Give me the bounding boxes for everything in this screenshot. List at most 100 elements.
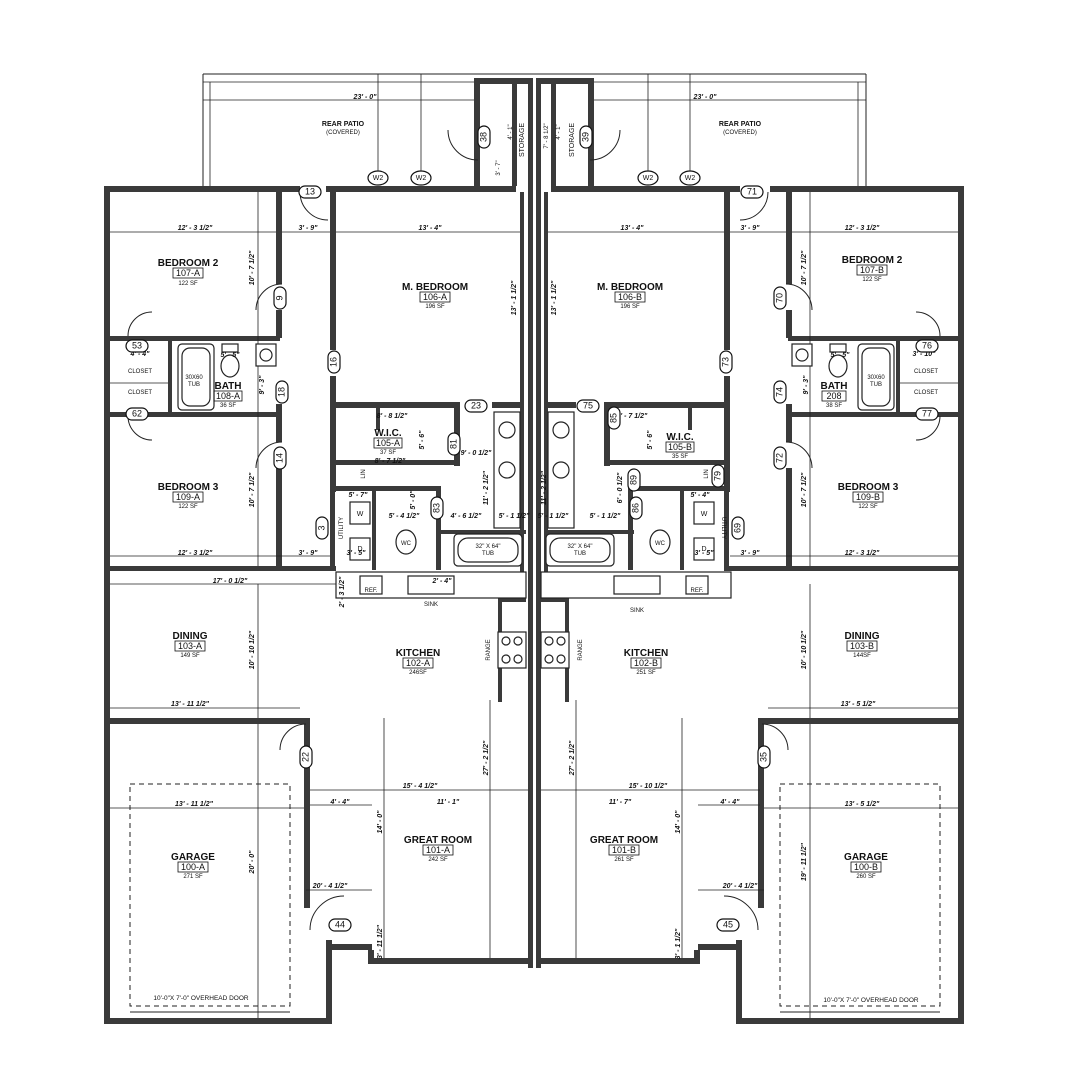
room-name: DINING [845,631,880,642]
room-number: 100-B [854,862,878,872]
dim-text: 10' - 7 1/2" [801,472,808,507]
door-tag: 62 [125,407,149,421]
dim-text: 3' - 11 1/2" [377,924,384,959]
room-kitchen-b: KITCHEN 102-B 251 SF [624,648,668,676]
room-bedroom2-b: BEDROOM 2 107-B 122 SF [842,255,903,283]
dim-text: 13' - 11 1/2" [171,701,210,708]
dim-text: 10' - 10 1/2" [249,630,256,669]
dim-text: 9' - 0 1/2" [461,450,492,457]
ref-label: REF. [364,588,377,594]
door-tag: 85 [607,406,621,430]
room-garage-a: GARAGE 100-A 271 SF 10'-0"X 7'-0" OVERHE… [153,852,249,1002]
room-area: 122 SF [862,277,882,283]
door-tag: 74 [773,380,787,404]
dim-text: 5' - 4 1/2" [389,513,420,520]
room-name: BATH [214,381,241,392]
room-master-bedroom-b: M. BEDROOM 106-B 196 SF [597,282,663,310]
range-label: RANGE [578,639,584,660]
dim-text: 13' - 4" [419,225,443,232]
room-area: 251 SF [636,670,656,676]
dim-text: 11' - 2 1/2" [541,470,548,505]
room-name: W.I.C. [374,428,401,439]
dim-text: 10' - 7 1/2" [249,472,256,507]
door-tag-label: 35 [758,752,768,762]
door-tag-label: 83 [431,503,441,513]
room-wic-b: W.I.C. 105-B 35 SF [665,432,695,460]
room-area: 246SF [409,670,427,676]
room-name: BEDROOM 3 [158,482,219,493]
dim-text: 5' - 1 1/2" [590,513,621,520]
dim-text: 3' - 1 1/2" [675,928,682,959]
door-tag: 53 [125,339,149,353]
door-tag: 3 [315,516,329,540]
fixture-labels: CLOSET CLOSET CLOSET CLOSET 30X60 TUB 30… [110,369,958,661]
dim-text: 6' - 0 1/2" [617,472,624,503]
dim-text: 5' - 5" [831,352,851,359]
linen-label: LIN [704,469,710,478]
door-tag: 89 [627,468,641,492]
room-name: BEDROOM 3 [838,482,899,493]
dim-text: 13' - 5 1/2" [845,801,880,808]
dim-text: 5' - 4" [691,492,711,499]
dim-text: 13' - 1 1/2" [511,280,518,315]
room-number: 101-B [612,845,636,855]
dim-text: 3' - 10" [913,351,937,358]
dim-text: 3' - 9" [741,550,761,557]
dim-text: 5' - 7" [349,492,369,499]
patio-left-label: REAR PATIO [322,121,365,128]
room-number: 107-B [860,265,884,275]
room-number: 103-B [850,641,874,651]
dim-text: 14' - 0" [377,810,384,834]
door-tag: 9 [273,286,287,310]
patio-left-dim: 23' - 0" [353,94,378,101]
dim-text: 4' - 6 1/2" [450,513,482,520]
door-tag-label: 16 [328,357,338,367]
door-tag: 71 [740,185,764,199]
door-tag-label: 71 [747,186,757,196]
storage-left-dim2: 3' - 7" [496,160,502,175]
door-tag: 79 [711,464,725,488]
room-name: BEDROOM 2 [158,258,219,269]
door-tag-label: 86 [630,503,640,513]
door-tag: 75 [576,399,600,413]
wc-label: WC [655,541,666,547]
dim-text: 13' - 4" [621,225,645,232]
door-tag: 72 [773,446,787,470]
door-tag: 45 [716,918,740,932]
dim-text: 4' - 4" [130,351,151,358]
tub-label: 30X60 [185,375,203,381]
room-number: 103-A [178,641,202,651]
patio-outline [202,73,867,188]
room-area: 37 SF [380,450,396,456]
room-area: 36 SF [220,403,236,409]
patio-right-label: REAR PATIO [719,121,762,128]
room-bath-a: BATH 108-A 36 SF [213,381,243,409]
room-area: 144SF [853,653,871,659]
room-area: 271 SF [183,874,203,880]
overhead-door-label: 10'-0"X 7'-0" OVERHEAD DOOR [823,997,919,1004]
room-area: 196 SF [425,304,445,310]
dim-text: 3' - 5" [695,550,715,557]
storage-left-dim: 4' - 1" [508,124,514,139]
room-number: 101-A [426,845,450,855]
washer-label: W [357,511,364,518]
dim-text: 10' - 10 1/2" [801,630,808,669]
door-tag-label: 44 [335,919,345,929]
storage-left-label: STORAGE [519,123,526,157]
door-tag: 23 [464,399,488,413]
window-tag: W2 [643,175,654,182]
room-name: DINING [173,631,208,642]
door-tag: 70 [773,286,787,310]
door-tag-label: 23 [471,400,481,410]
dim-text: 12' - 3 1/2" [178,550,213,557]
dim-text: 5' - 0" [410,490,417,510]
dim-text: 27' - 2 1/2" [483,740,490,776]
dim-text: 12' - 3 1/2" [845,550,880,557]
dim-text: 14' - 0" [675,810,682,834]
door-tag: 86 [629,496,643,520]
dim-text: 15' - 10 1/2" [629,783,668,790]
door-tag-label: 81 [448,439,458,449]
dim-text: 4' - 4" [330,799,351,806]
door-tag-label: 45 [723,919,733,929]
dim-text: 3' - 5" [347,550,367,557]
